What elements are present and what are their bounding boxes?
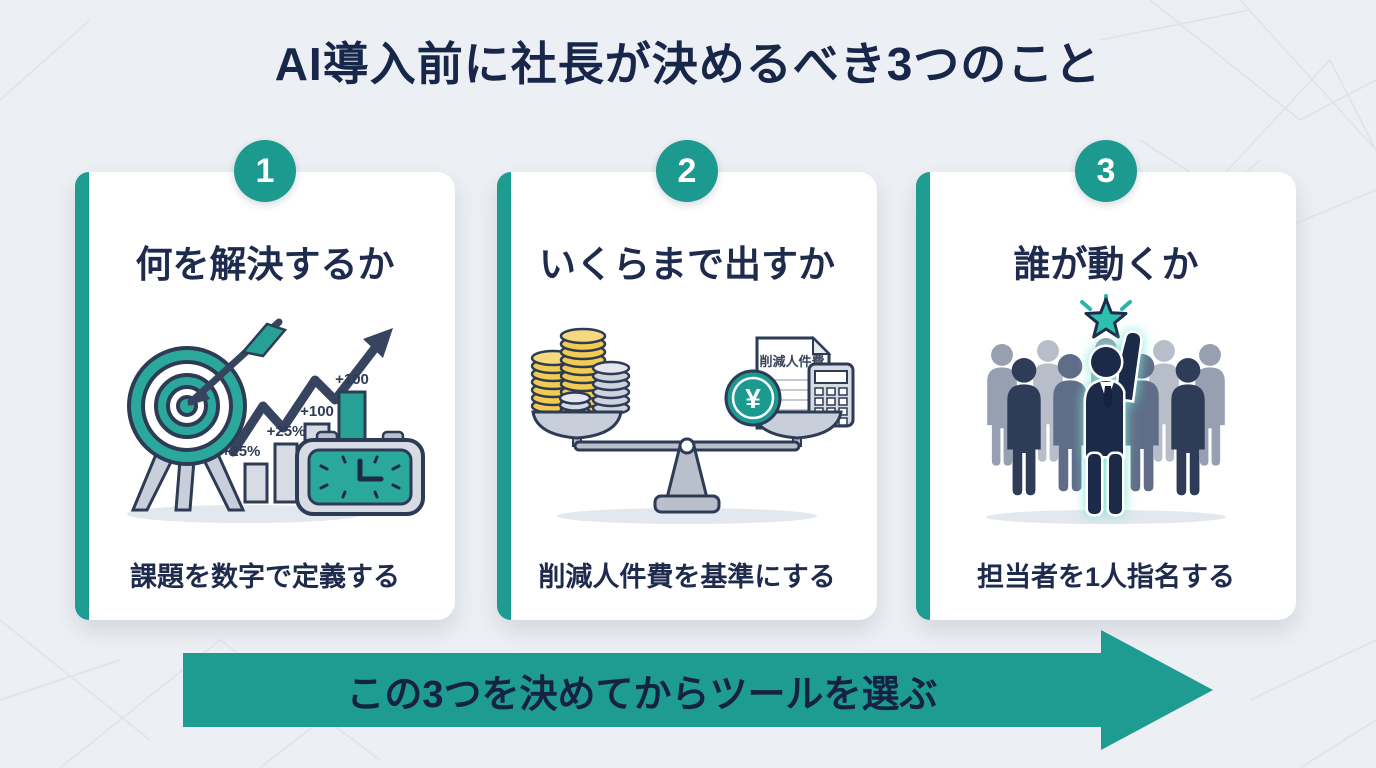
card-caption: 課題を数字で定義する: [130, 562, 400, 592]
arrow-head-icon: [1101, 630, 1213, 750]
card-title: いくらまで出すか: [539, 244, 835, 285]
card-caption: 削減人件費を基準にする: [538, 562, 836, 592]
card-caption: 担当者を1人指名する: [976, 562, 1236, 592]
card-number-badge: 1: [234, 140, 296, 202]
document-label: 削減人件費: [759, 354, 824, 369]
arrow-body: この3つを決めてからツールを選ぶ: [183, 653, 1101, 727]
card-accent-bar: [75, 172, 89, 620]
card-icon: +25% +25% +100 +100: [95, 294, 435, 524]
card-number-badge: 2: [656, 140, 718, 202]
bar-label: +25%: [222, 443, 261, 460]
target-chart-clock-icon: +25% +25% +100 +100: [127, 318, 425, 523]
balance-scale-icon: 削減人件費 ¥: [530, 327, 855, 524]
arrow-label: この3つを決めてからツールを選ぶ: [346, 673, 938, 716]
card-accent-bar: [916, 172, 930, 620]
bar-label: +100: [335, 371, 369, 388]
bar-label: +100: [300, 403, 334, 420]
yen-symbol: ¥: [745, 383, 761, 414]
bottom-arrow-banner: この3つを決めてからツールを選ぶ: [183, 630, 1213, 750]
card-icon: 削減人件費 ¥: [517, 294, 857, 524]
card-accent-bar: [497, 172, 511, 620]
page-title: AI導入前に社長が決めるべき3つのこと: [274, 38, 1102, 90]
card-title: 何を解決するか: [135, 244, 395, 285]
card-icon: [936, 294, 1276, 524]
card-title: 誰が動くか: [1013, 244, 1199, 285]
team-leader-star-icon: [986, 294, 1226, 524]
card-who-will-act: 3 誰が動くか: [916, 140, 1296, 620]
card-number-badge: 3: [1075, 140, 1137, 202]
card-how-much-to-pay: 2 いくらまで出すか: [497, 140, 877, 620]
card-what-to-solve: 1 何を解決するか: [75, 140, 455, 620]
bar-label: +25%: [267, 423, 306, 440]
